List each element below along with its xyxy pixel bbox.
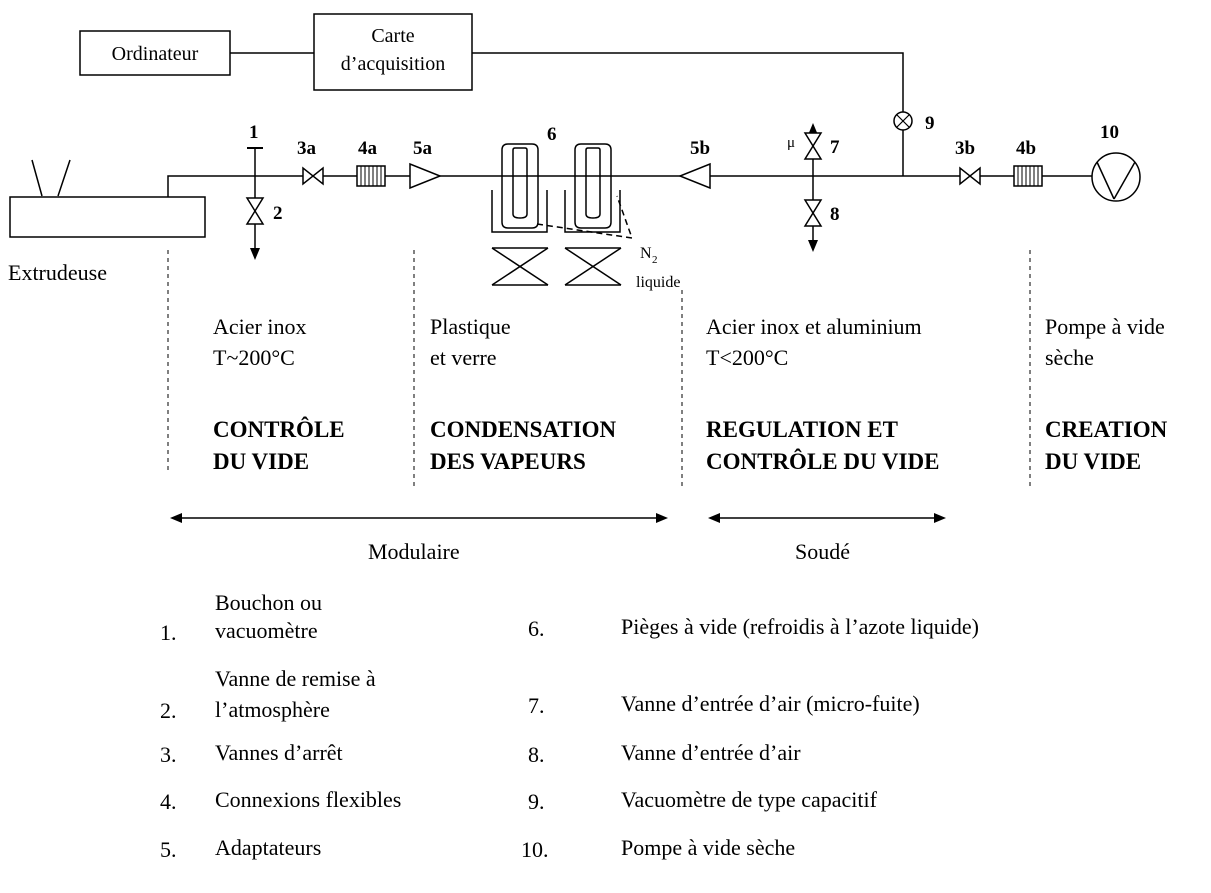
arrow-down-8: [808, 240, 818, 252]
adapter-5b-icon: [677, 162, 711, 190]
legend-9-num: 9.: [528, 789, 545, 814]
legend-6-num: 6.: [528, 616, 545, 641]
legend-1-line2: vacuomètre: [215, 618, 318, 643]
main-pipe: [167, 175, 1092, 197]
span-soude-arrow: [708, 513, 946, 523]
marker-3a: 3a: [297, 138, 317, 159]
zone4-title-2: DU VIDE: [1045, 449, 1142, 474]
legend-10-line1: Pompe à vide sèche: [621, 835, 796, 860]
carte-label-line1: Carte: [371, 25, 414, 47]
zone2-title-1: CONDENSATION: [430, 417, 617, 442]
valve-3a-icon: [302, 166, 324, 186]
marker-4a: 4a: [358, 138, 378, 159]
span-modulaire-arrow: [170, 513, 668, 523]
marker-2: 2: [273, 203, 283, 224]
marker-mu: μ: [787, 135, 795, 151]
signal-line: [472, 52, 904, 112]
legend-7-line1: Vanne d’entrée d’air (micro-fuite): [621, 691, 920, 716]
vent-arrow-2: [250, 248, 260, 260]
zone2-title-2: DES VAPEURS: [430, 449, 586, 474]
valve-3b-icon: [959, 166, 981, 186]
zone3-title-1: REGULATION ET: [706, 417, 898, 442]
legend-1-num: 1.: [160, 620, 177, 645]
valve-8-icon: [803, 199, 823, 227]
marker-6: 6: [547, 124, 557, 145]
legend-4-line1: Connexions flexibles: [215, 787, 402, 812]
pump-10-icon: [1091, 152, 1141, 202]
legend-2-line1: Vanne de remise à: [215, 666, 376, 691]
zone1-title-2: DU VIDE: [213, 449, 310, 474]
legend-5-num: 5.: [160, 837, 177, 862]
arrow-up-7: [808, 123, 818, 135]
span-soude-label: Soudé: [795, 539, 850, 564]
carte-label-line2: d’acquisition: [341, 53, 445, 75]
n2-feed-dashed: [536, 195, 634, 239]
zone1-material-2: T~200°C: [213, 345, 295, 370]
zone4-material-1: Pompe à vide: [1045, 314, 1165, 339]
liquide-label: liquide: [636, 274, 680, 291]
marker-5a: 5a: [413, 138, 433, 159]
marker-4b: 4b: [1016, 138, 1036, 159]
zone3-material-1: Acier inox et aluminium: [706, 314, 922, 339]
span-modulaire-label: Modulaire: [368, 539, 460, 564]
cold-trap-right-icon: [564, 143, 621, 233]
legend-8-num: 8.: [528, 742, 545, 767]
legend-9-line1: Vacuomètre de type capacitif: [621, 787, 877, 812]
n2-label: N: [640, 245, 652, 262]
legend-3-line1: Vannes d’arrêt: [215, 740, 343, 765]
legend-1-line1: Bouchon ou: [215, 590, 322, 615]
extrudeuse-label: Extrudeuse: [8, 260, 107, 285]
marker-8: 8: [830, 204, 840, 225]
legend-6-line1: Pièges à vide (refroidis à l’azote liqui…: [621, 614, 979, 639]
valve-2-icon: [245, 197, 265, 225]
legend-8-line1: Vanne d’entrée d’air: [621, 740, 801, 765]
carte-acquisition-box: [313, 13, 473, 91]
marker-3b: 3b: [955, 138, 975, 159]
zone2-material-2: et verre: [430, 345, 497, 370]
marker-5b: 5b: [690, 138, 710, 159]
marker-10: 10: [1100, 122, 1119, 143]
legend-5-line1: Adaptateurs: [215, 835, 322, 860]
flex-4b-icon: [1013, 165, 1043, 187]
legend-7-num: 7.: [528, 693, 545, 718]
zone2-material-1: Plastique: [430, 314, 511, 339]
legend-2-line2: l’atmosphère: [215, 697, 330, 722]
legend-3-num: 3.: [160, 742, 177, 767]
zone1-title-1: CONTRÔLE: [213, 417, 345, 442]
marker-7: 7: [830, 137, 840, 158]
extrudeuse-hopper-right: [57, 159, 71, 197]
zone3-title-2: CONTRÔLE DU VIDE: [706, 449, 940, 474]
extrudeuse-hopper-left: [31, 159, 43, 197]
extrudeuse-body: [9, 196, 206, 238]
n2-subscript: 2: [652, 254, 658, 266]
marker-1: 1: [249, 122, 259, 143]
zone4-title-1: CREATION: [1045, 417, 1168, 442]
dewar-stand-right-icon: [564, 247, 622, 286]
zone3-material-2: T<200°C: [706, 345, 789, 370]
legend-4-num: 4.: [160, 789, 177, 814]
ordinateur-label: Ordinateur: [112, 43, 199, 65]
cold-trap-left-icon: [491, 143, 548, 233]
valve-7-icon: [803, 132, 823, 160]
zone1-material-1: Acier inox: [213, 314, 307, 339]
dewar-stand-left-icon: [491, 247, 549, 286]
adapter-5a-icon: [409, 162, 443, 190]
legend-10-num: 10.: [521, 837, 549, 862]
marker-9: 9: [925, 113, 935, 134]
legend-2-num: 2.: [160, 698, 177, 723]
zone4-material-2: sèche: [1045, 345, 1094, 370]
flex-4a-icon: [356, 165, 386, 187]
